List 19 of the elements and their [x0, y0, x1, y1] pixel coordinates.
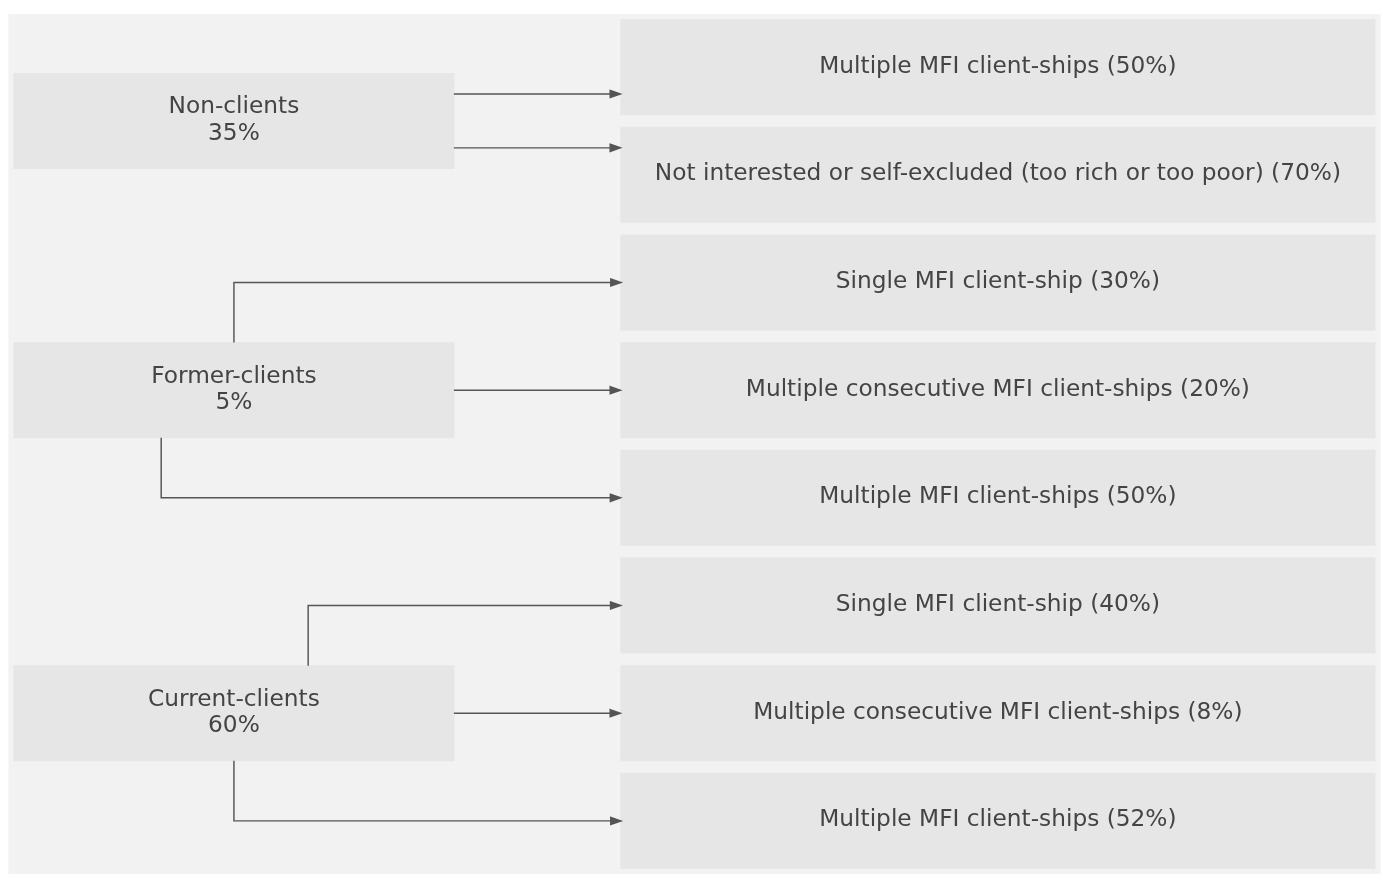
- node-box: Former-clients 5%: [13, 341, 455, 438]
- node-box: Single MFI client-ship (30%): [620, 233, 1376, 330]
- arrow: [453, 142, 623, 152]
- node-box: Current-clients 60%: [13, 664, 455, 761]
- arrow: [307, 600, 623, 666]
- node-box: Multiple MFI client-ships (52%): [620, 772, 1376, 869]
- arrow: [453, 385, 623, 395]
- node-box: Multiple consecutive MFI client-ships (20%): [620, 341, 1376, 438]
- arrow: [233, 277, 624, 343]
- arrow: [453, 708, 623, 718]
- node-box: Multiple MFI client-ships (50%): [620, 449, 1376, 546]
- arrow: [233, 759, 624, 825]
- node-box: Not interested or self-excluded (too rich or too poor) (70%): [620, 126, 1376, 223]
- arrow: [160, 436, 623, 502]
- node-box: Multiple MFI client-ships (50%): [620, 18, 1376, 115]
- node-box: Non-clients 35%: [13, 72, 455, 169]
- node-box: Multiple consecutive MFI client-ships (8%): [620, 664, 1376, 761]
- node-box: Single MFI client-ship (40%): [620, 557, 1376, 654]
- arrow: [453, 88, 623, 99]
